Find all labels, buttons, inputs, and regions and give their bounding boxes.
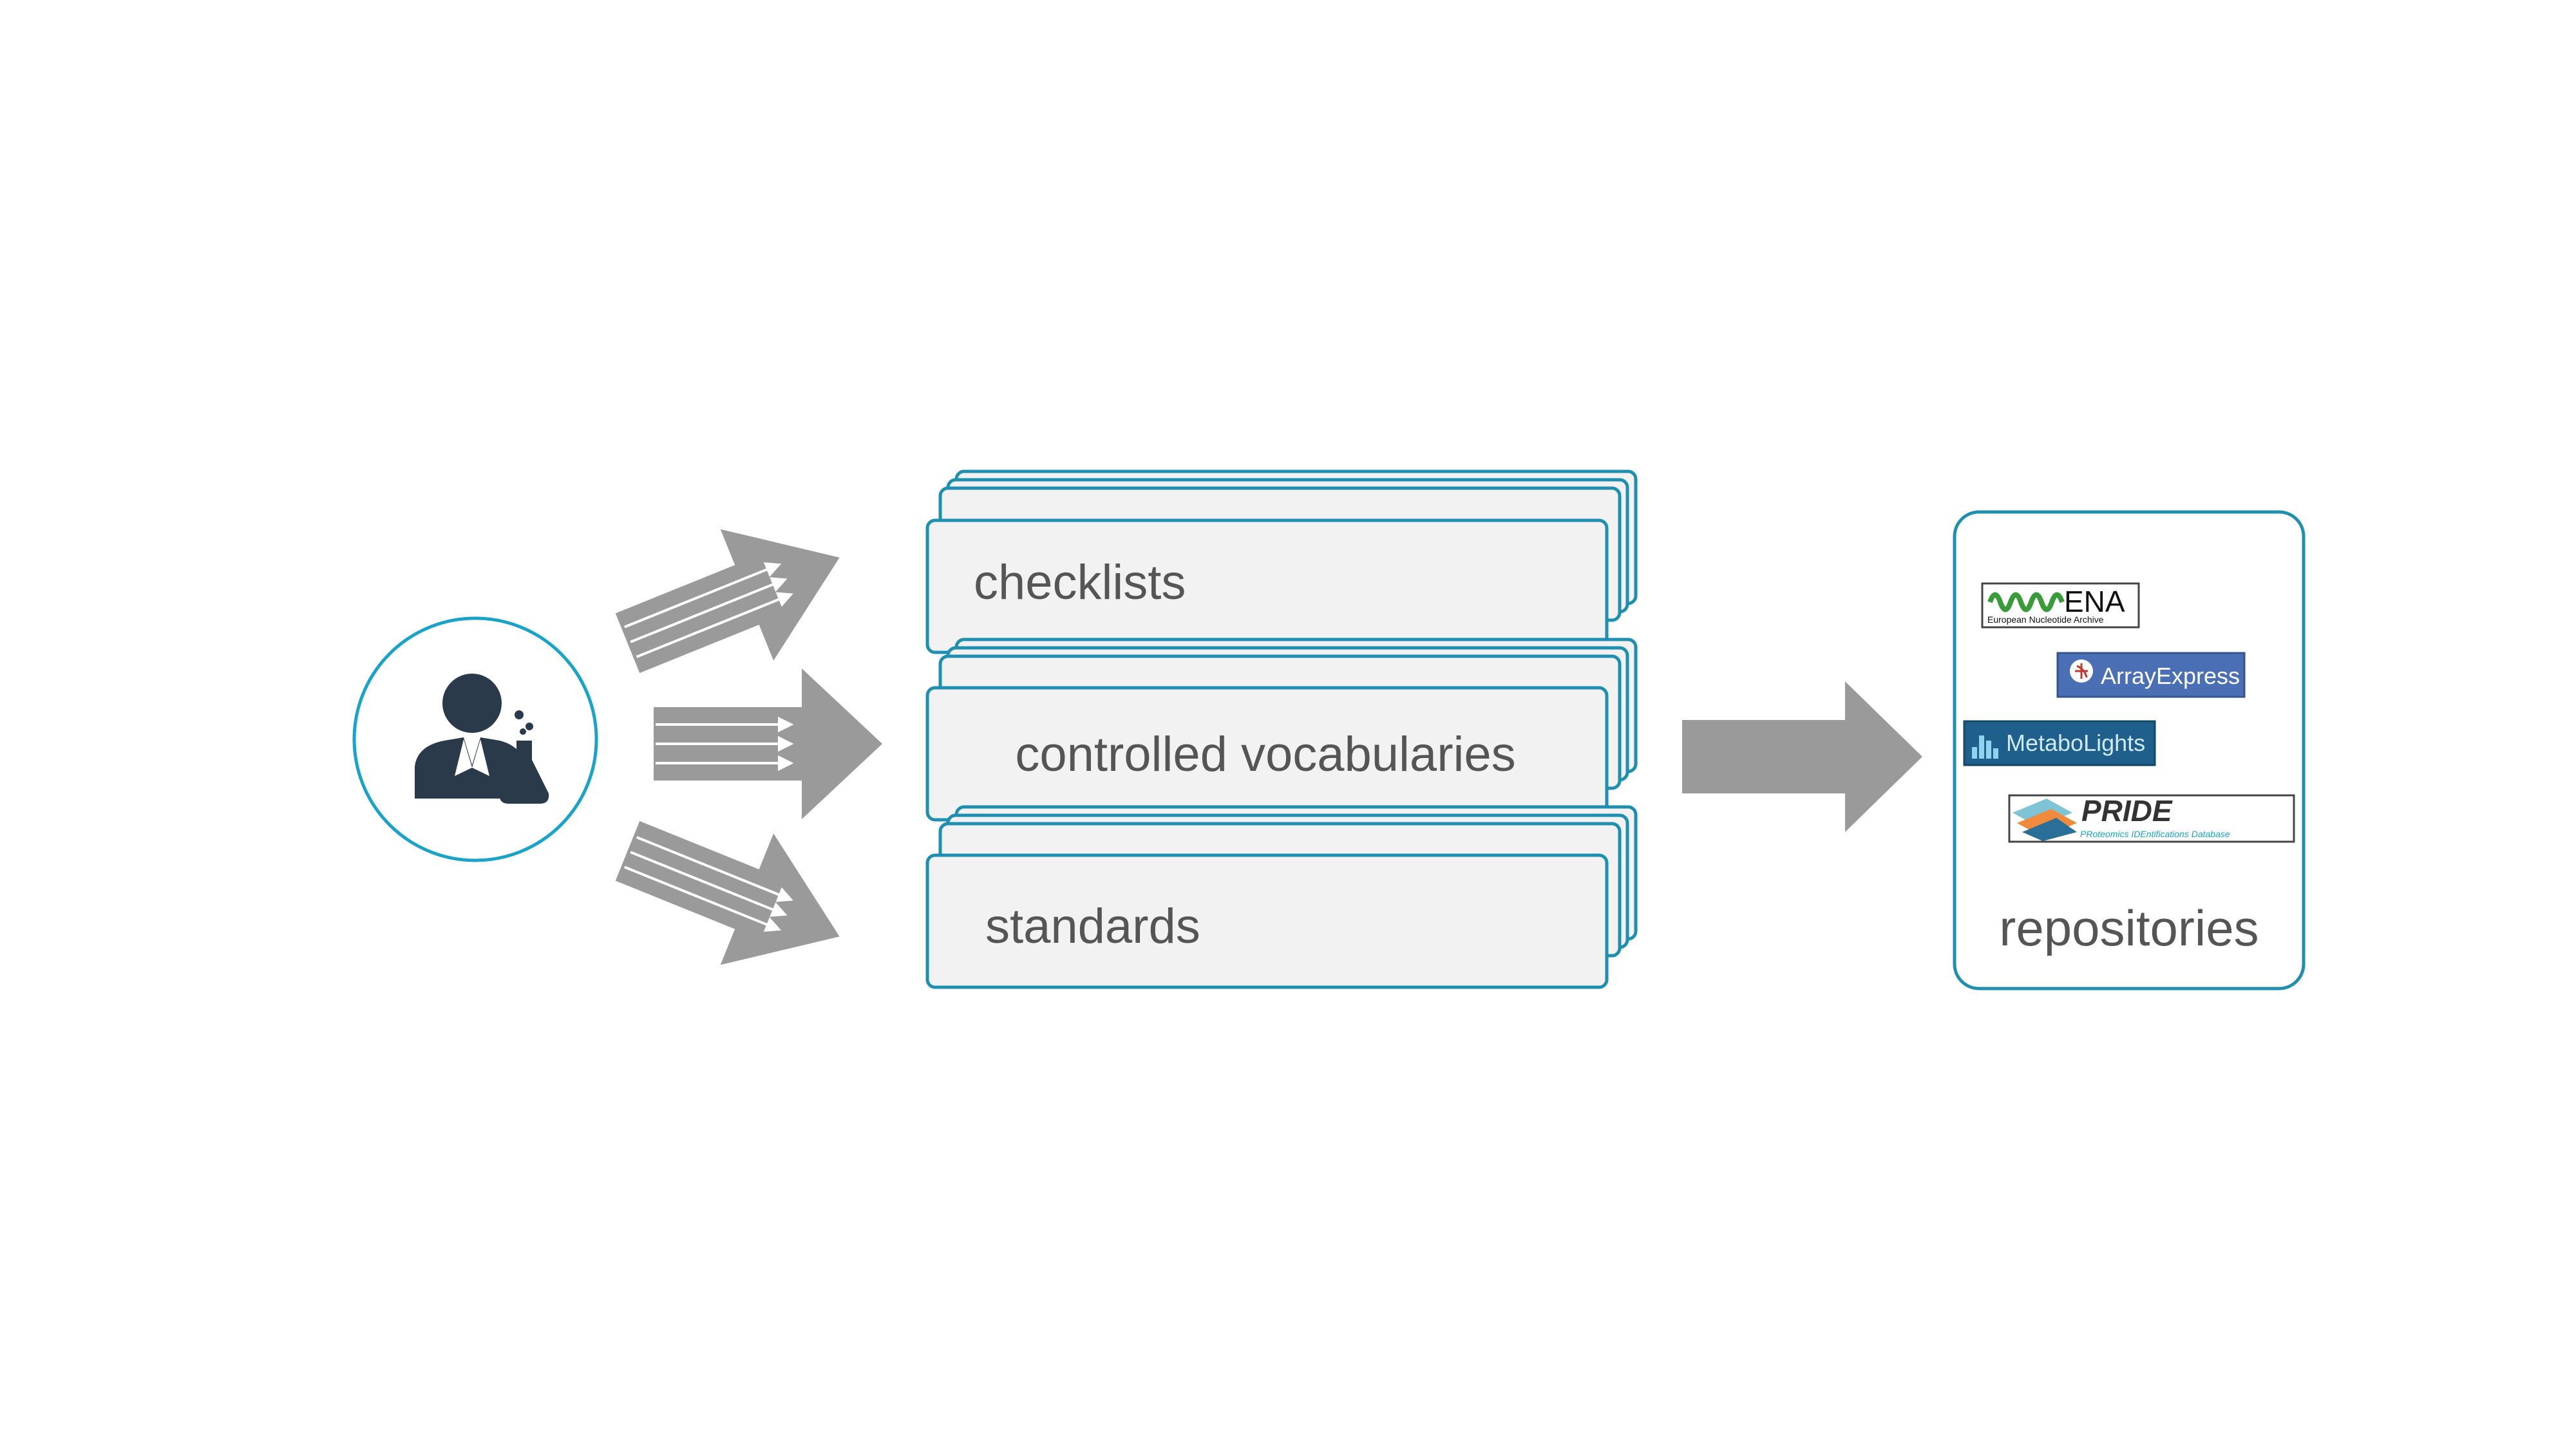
stack-checklists: checklists (925, 469, 1638, 654)
ena-title: ENA (2064, 585, 2125, 618)
input-arrow-top (615, 529, 840, 674)
pride-icon (2012, 799, 2077, 841)
stack-standards: standards (925, 805, 1638, 989)
researcher-node (352, 616, 598, 862)
arrayexpress-logo: ArrayExpress (2056, 652, 2246, 698)
scientist-with-flask-icon (415, 674, 549, 804)
input-arrow-middle (654, 668, 882, 819)
stack-controlled-vocabularies: controlled vocabularies (925, 638, 1638, 822)
ena-subtitle: European Nucleotide Archive (1987, 614, 2104, 625)
researcher-circle (352, 616, 598, 862)
input-arrows (615, 529, 882, 965)
pride-logo: PRIDE PRoteomics IDEntifications Databas… (2008, 794, 2295, 843)
ena-logo: ENA European Nucleotide Archive (1981, 582, 2140, 629)
output-arrow (1682, 681, 1922, 832)
repositories-panel: ENA European Nucleotide Archive ArrayExp… (1953, 510, 2306, 990)
dna-wave-icon (1987, 592, 2065, 612)
metabolights-logo: MetaboLights (1963, 720, 2156, 766)
stack-label-checklists: checklists (974, 555, 1186, 610)
repositories-label: repositories (1999, 900, 2259, 956)
stack-label-standards: standards (985, 899, 1200, 954)
metabolights-icon (1972, 735, 1998, 759)
metabolights-title: MetaboLights (2006, 730, 2145, 756)
input-arrow-bottom (615, 820, 840, 965)
stack-label-controlled-vocabularies: controlled vocabularies (1015, 727, 1515, 782)
pride-subtitle: PRoteomics IDEntifications Database (2080, 829, 2230, 839)
pride-title: PRIDE (2081, 794, 2173, 828)
arrayexpress-title: ArrayExpress (2101, 663, 2240, 689)
stack-card-front (925, 853, 1609, 989)
